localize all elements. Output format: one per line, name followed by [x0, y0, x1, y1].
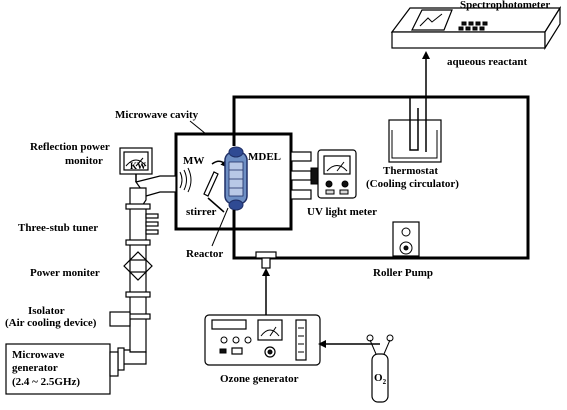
- thermostat-label-line2: (Cooling circulator): [366, 178, 459, 190]
- stirrer: [203, 159, 229, 213]
- microwave-generator-label-line1: Microwave: [12, 349, 64, 361]
- ozone-generator: [204, 314, 321, 366]
- ozone-generator-label: Ozone generator: [220, 373, 299, 385]
- isolator-label-line2: (Air cooling device): [5, 317, 97, 329]
- kw-label: KW: [130, 161, 146, 171]
- three-stub-tuner-label: Three-stub tuner: [18, 222, 98, 234]
- aqueous-reactant-label: aqueous reactant: [447, 56, 527, 68]
- mdel-label: MDEL: [248, 151, 281, 163]
- microwave-cavity-label: Microwave cavity: [115, 109, 199, 121]
- waveguide: [109, 175, 177, 371]
- mw-label: MW: [183, 155, 204, 167]
- microwave-generator-label-line3: (2.4 ~ 2.5GHz): [12, 376, 80, 388]
- reactor-leader: [211, 207, 229, 247]
- spectrophotometer-label: Spectrophotometer: [460, 0, 550, 11]
- reflection-power-label-line1: Reflection power: [30, 141, 110, 153]
- thermostat: [388, 97, 442, 163]
- isolator-label-line1: Isolator: [28, 305, 65, 317]
- uv-light-meter-label: UV light meter: [307, 206, 377, 218]
- roller-pump-label: Roller Pump: [373, 267, 433, 279]
- microwave-cavity-leader: [189, 120, 207, 135]
- spectrophotometer-keypad: [458, 21, 488, 31]
- stirrer-label: stirrer: [186, 206, 216, 218]
- roller-pump: [392, 221, 420, 257]
- reflection-power-label-line2: monitor: [65, 155, 103, 167]
- thermostat-label-line1: Thermostat: [383, 165, 438, 177]
- o2-label-subscript: 2: [383, 378, 387, 386]
- reflection-power-monitor: [119, 147, 153, 182]
- microwave-generator: [5, 343, 119, 395]
- circulation-loop: [232, 95, 530, 260]
- microwave-generator-label-line2: generator: [12, 362, 58, 374]
- spectrophotometer: [390, 5, 562, 51]
- o2-label-main: O: [374, 372, 383, 384]
- mdel-reactor: [224, 134, 248, 230]
- t-junction: [255, 251, 277, 269]
- microwave-wave-icon: [179, 167, 192, 193]
- reactor-label: Reactor: [186, 248, 223, 260]
- o2-cylinder: [366, 334, 394, 403]
- uv-light-meter: [310, 149, 357, 199]
- power-monitor-label: Power moniter: [30, 267, 100, 279]
- o2-label: O2: [374, 372, 387, 386]
